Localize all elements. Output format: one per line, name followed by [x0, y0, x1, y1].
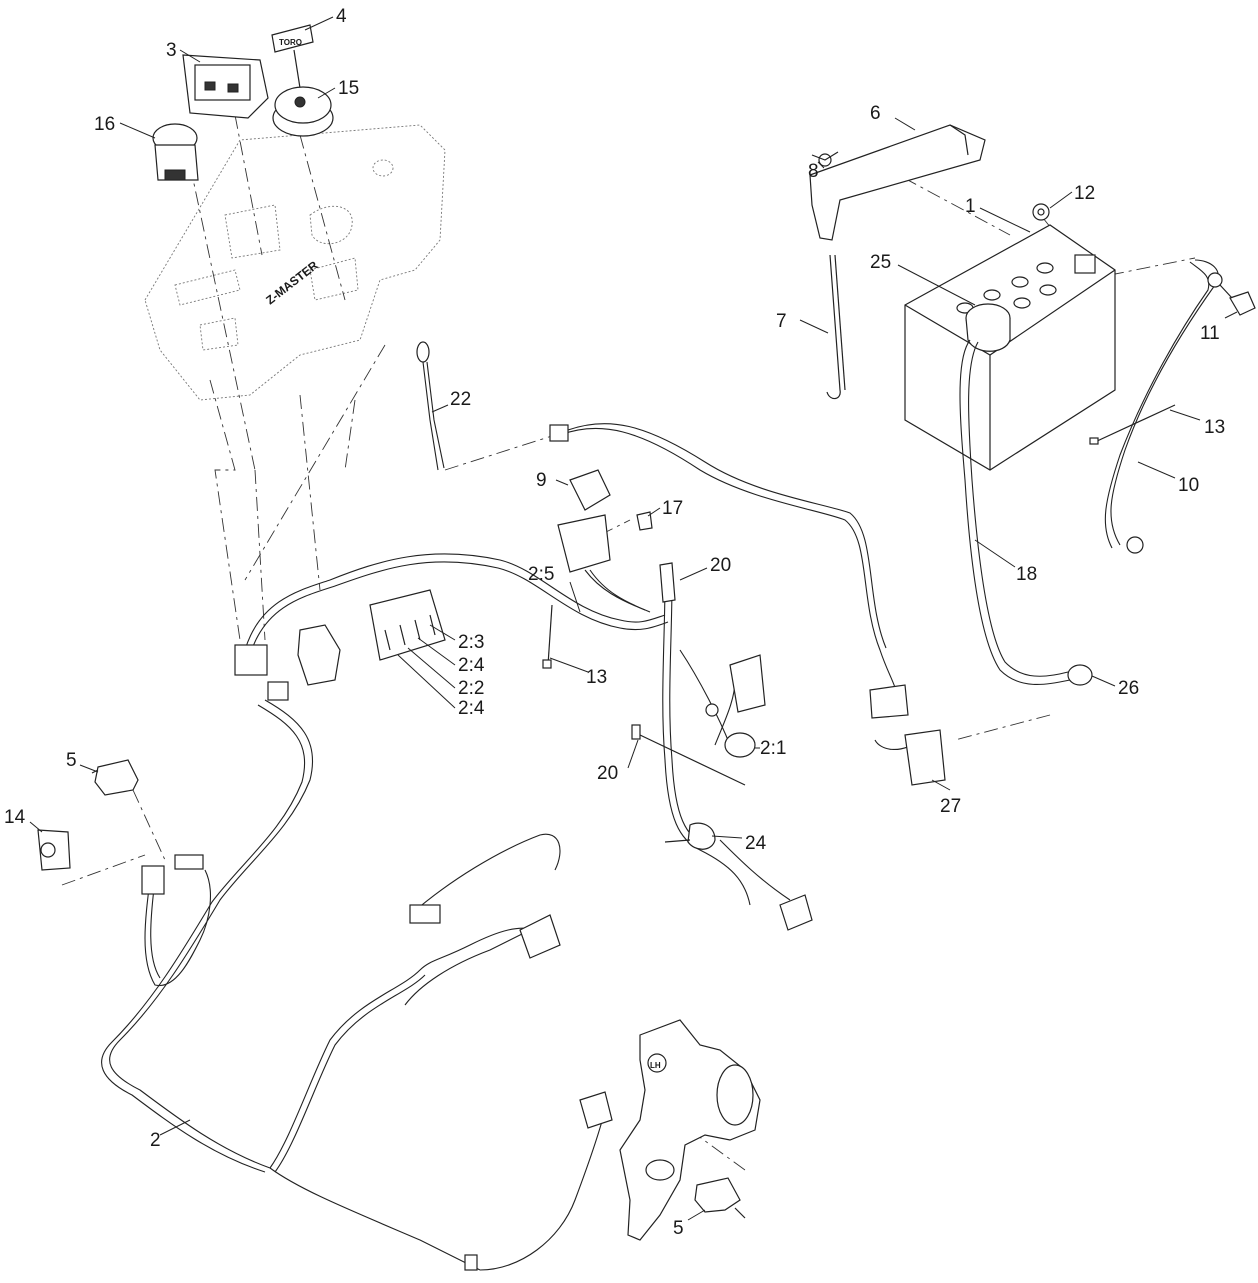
hour-meter: [182, 54, 269, 119]
key-brand-tag: TORO: [279, 38, 302, 47]
callout-5-upper: 5: [66, 750, 77, 771]
leader-lines: [29, 16, 1238, 1221]
connector-right-upper: [869, 684, 909, 719]
battery-hold-down-bracket: [809, 124, 986, 241]
callout-10: 10: [1178, 475, 1199, 496]
connector-mid: [729, 654, 766, 713]
seat-switch: [91, 759, 139, 796]
battery-nut: [1032, 203, 1050, 221]
ignition-key: TORO: [271, 24, 314, 89]
connector-cluster: [297, 624, 341, 686]
callout-2-1: 2:1: [760, 738, 786, 759]
battery: [904, 224, 1116, 471]
bracket-tag: LH: [650, 1061, 661, 1070]
relay-socket: [557, 514, 611, 573]
j-bolt: [826, 254, 846, 400]
callout-12: 12: [1074, 183, 1095, 204]
connector-mid-bottom: [779, 894, 813, 931]
callout-2-4-upper: 2:4: [458, 655, 485, 676]
relay: [569, 469, 611, 511]
negative-battery-cable: [1104, 259, 1223, 554]
cable-tie-right: [1089, 404, 1176, 445]
assembly-lines: [61, 114, 1196, 1171]
callout-4: 4: [336, 6, 347, 27]
callout-9: 9: [536, 470, 547, 491]
terminal-boot: [965, 303, 1011, 352]
connector-bottom-right: [579, 1091, 613, 1129]
callout-2-3: 2:3: [458, 632, 484, 653]
callout-13-left: 13: [586, 667, 607, 688]
callout-13-right: 13: [1204, 417, 1225, 438]
callout-26: 26: [1118, 678, 1139, 699]
fuse-holder: [416, 341, 445, 471]
bottom-clip: [464, 1254, 478, 1271]
callout-3: 3: [166, 40, 177, 61]
callout-22: 22: [450, 389, 471, 410]
wire-harness: [101, 423, 921, 1271]
ignition-switch: [272, 86, 334, 137]
cable-tie-lower: [631, 724, 746, 786]
callout-7: 7: [776, 311, 787, 332]
harness-boot: [724, 732, 756, 758]
callout-14: 14: [4, 807, 26, 828]
connector-right-lower: [904, 729, 946, 786]
connector-center-left: [409, 904, 441, 924]
grommet: [687, 822, 716, 850]
battery-bolt: [1219, 284, 1256, 316]
callout-18: 18: [1016, 564, 1037, 585]
callout-15: 15: [338, 78, 359, 99]
callout-25: 25: [870, 252, 891, 273]
callout-11: 11: [1200, 323, 1220, 344]
callout-20-lower: 20: [597, 763, 618, 784]
cable-tie-upright: [659, 562, 676, 603]
connector-left-branch: [141, 865, 165, 895]
connector-top: [549, 424, 569, 442]
brake-bracket: LH: [619, 1019, 761, 1241]
callout-2-5: 2:5: [528, 564, 554, 585]
callout-1: 1: [965, 196, 976, 217]
brake-switch: [694, 1177, 746, 1219]
harness-connectors: [141, 424, 946, 1271]
positive-battery-cable: [959, 339, 1093, 686]
callout-6: 6: [870, 103, 881, 124]
connector-main-left: [234, 644, 268, 676]
connector-small-left: [267, 681, 289, 701]
callout-27: 27: [940, 796, 961, 817]
fuse-block: [369, 589, 446, 661]
cable-tie-left: [542, 604, 553, 669]
callout-2-4-lower: 2:4: [458, 698, 485, 719]
interlock-switch: [37, 829, 71, 871]
callout-20-upper: 20: [710, 555, 731, 576]
wing-nut: [811, 151, 839, 167]
callout-5-lower: 5: [673, 1218, 684, 1239]
callout-8: 8: [808, 161, 819, 182]
callout-2-2: 2:2: [458, 678, 484, 699]
pto-switch: [152, 123, 199, 181]
callout-16: 16: [94, 114, 115, 135]
relay-screw: [636, 511, 653, 531]
callouts: 3 4 15 16 6 8 12 1 25 7 11 13 10 18 22 9…: [4, 6, 1225, 1239]
callout-2: 2: [150, 1130, 161, 1151]
connector-left-plug: [174, 854, 204, 870]
connector-center: [519, 914, 561, 959]
ring-terminal: [705, 703, 719, 717]
callout-17: 17: [662, 498, 683, 519]
callout-24: 24: [745, 833, 767, 854]
